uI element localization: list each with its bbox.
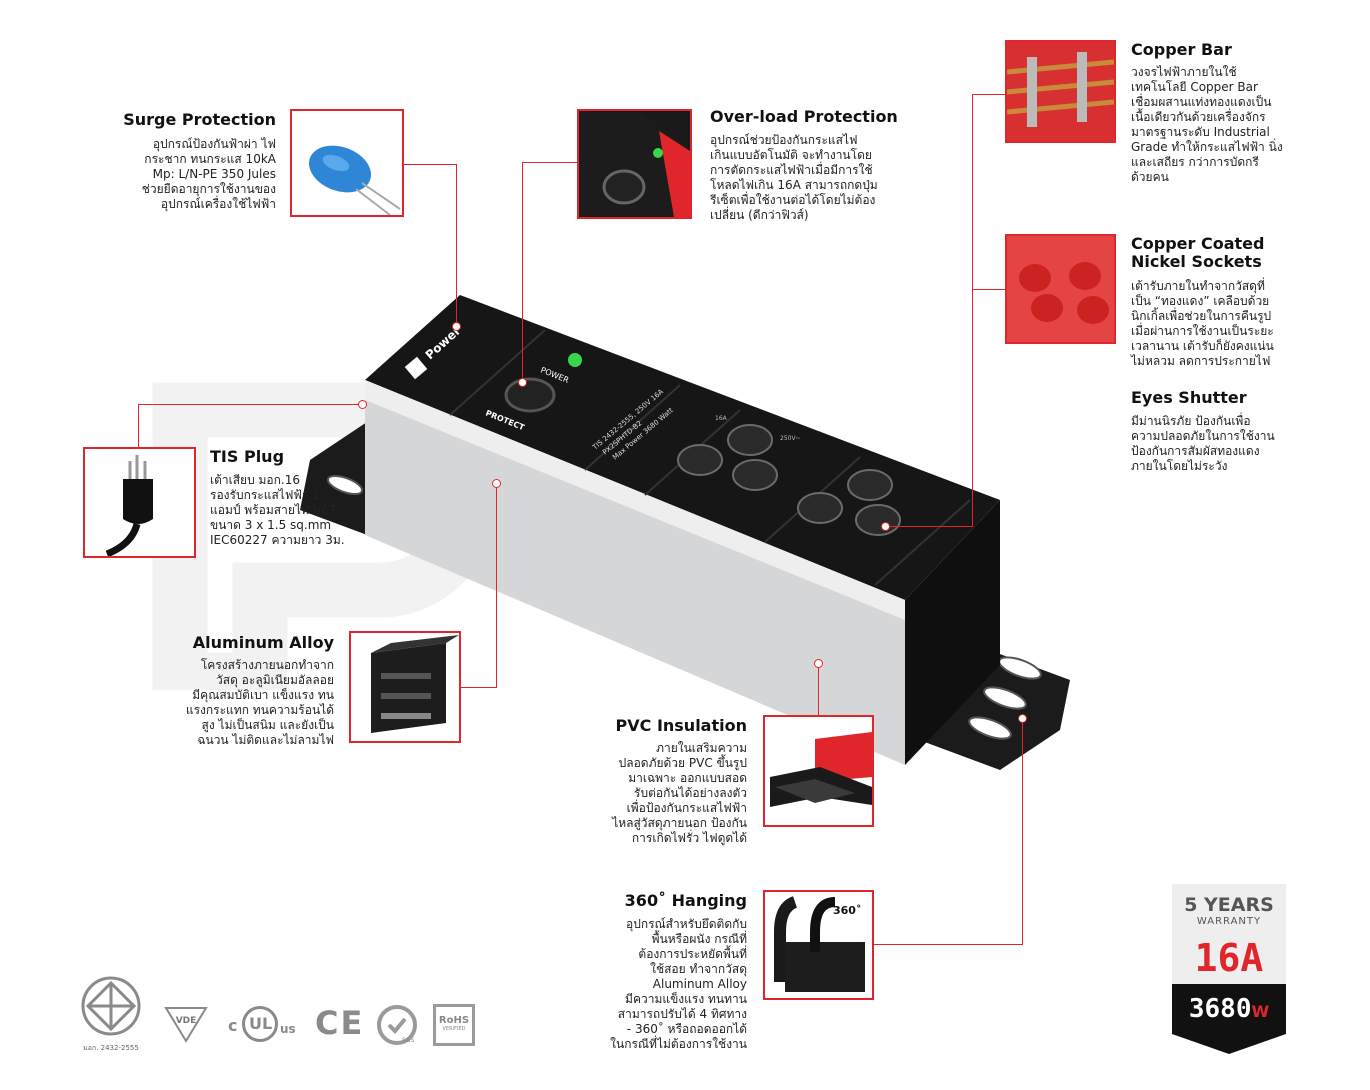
copper-bar-icon — [1007, 42, 1114, 141]
aluminum-title: Aluminum Alloy — [192, 633, 334, 652]
copper-bar-image — [1005, 40, 1116, 143]
copper-bar-title: Copper Bar — [1131, 40, 1232, 59]
aluminum-image — [349, 631, 461, 743]
badge-shape — [1172, 884, 1286, 1054]
rohs-cert: RoHS VERIFIED — [433, 1004, 475, 1046]
surge-desc: อุปกรณ์ป้องกันฟ้าผ่า ไฟ กระชาก ทนกระแส 1… — [141, 137, 276, 211]
aluminum-desc: โครงสร้างภายนอกทำจาก วัสดุ อะลูมิเนียมอั… — [185, 658, 334, 747]
aluminum-profile-icon — [371, 635, 459, 733]
overload-title: Over-load Protection — [710, 107, 898, 126]
hanging-desc: อุปกรณ์สำหรับยึดติดกับ พื้นหรือผนัง กรณี… — [610, 917, 747, 1051]
sockets-image — [1005, 234, 1116, 344]
ul-us-label: us — [280, 1022, 296, 1036]
warranty-badge: 5 YEARS WARRANTY 16A 3680W — [1172, 884, 1286, 1054]
rohs-label: RoHS — [438, 1015, 470, 1026]
ce-mark: CE — [315, 1004, 365, 1042]
badge-watts: 3680 — [1188, 994, 1252, 1024]
varistor-icon — [309, 145, 401, 215]
surge-title: Surge Protection — [123, 110, 276, 129]
badge-amps: 16A — [1194, 936, 1264, 980]
badge-watts-unit: W — [1251, 1002, 1270, 1021]
pvc-desc: ภายในเสริมความ ปลอดภัยด้วย PVC ขึ้นรูป ม… — [612, 741, 747, 845]
badge-years: 5 YEARS — [1184, 894, 1274, 916]
ul-cert: c UL us — [228, 1004, 298, 1046]
plug-icon — [105, 455, 153, 556]
socket-label-volts: 250V~ — [780, 435, 801, 442]
pvc-title: PVC Insulation — [615, 716, 747, 735]
pvc-insulation-icon — [770, 732, 872, 807]
surge-image — [290, 109, 404, 217]
socket-icon — [1007, 236, 1114, 342]
badge-watts-row: 3680W — [1172, 994, 1286, 1024]
tis-caption: มอก. 2432-2555 — [83, 1044, 139, 1052]
rohs-sublabel: VERIFIED — [442, 1026, 466, 1032]
power-strip-illustration: Power POWER PROTECT TIS 2432-2555, 250V … — [300, 295, 1070, 770]
bracket-icon: 360˚ — [774, 896, 865, 992]
vde-label: VDE — [175, 1016, 197, 1026]
sgs-logo-icon — [377, 1005, 417, 1045]
vde-logo-icon — [164, 1007, 208, 1043]
reset-button-icon — [579, 111, 690, 217]
overload-desc: อุปกรณ์ช่วยป้องกันกระแสไฟ เกินแบบอัตโนมั… — [710, 133, 878, 222]
rotation-label: 360˚ — [833, 904, 861, 917]
plug-desc: เต้าเสียบ มอก.16 รองรับกระแสไฟฟ้า 1 แอมป… — [210, 473, 345, 547]
sockets-title-1: Copper Coated — [1131, 234, 1265, 253]
pvc-image — [763, 715, 874, 827]
hanging-image: 360˚ — [763, 890, 874, 1000]
copper-bar-desc: วงจรไฟฟ้าภายในใช้ เทคโนโลยี Copper Bar เ… — [1131, 65, 1283, 184]
socket-label-amps: 16A — [715, 415, 728, 422]
shutter-title: Eyes Shutter — [1131, 388, 1247, 407]
sockets-title-2: Nickel Sockets — [1131, 252, 1262, 271]
sgs-label: SGS — [402, 1037, 415, 1044]
ul-label: UL — [249, 1014, 273, 1033]
plug-title: TIS Plug — [210, 447, 285, 466]
tis-logo-icon — [81, 976, 141, 1036]
sgs-cert: SGS — [376, 1004, 418, 1046]
ul-ring — [242, 1006, 278, 1042]
vde-cert: VDE — [163, 1004, 209, 1044]
plug-image — [83, 447, 196, 558]
ul-c-label: c — [228, 1016, 238, 1035]
shutter-desc: มีม่านนิรภัย ป้องกันเพื่อ ความปลอดภัยในก… — [1131, 414, 1275, 473]
tis-cert: มอก. 2432-2555 — [80, 975, 142, 1052]
badge-warranty: WARRANTY — [1196, 916, 1262, 927]
hanging-title: 360˚ Hanging — [624, 891, 747, 910]
overload-image — [577, 109, 692, 219]
sockets-desc: เต้ารับภายในทำจากวัสดุที่ เป็น “ทองแดง” … — [1131, 279, 1274, 368]
